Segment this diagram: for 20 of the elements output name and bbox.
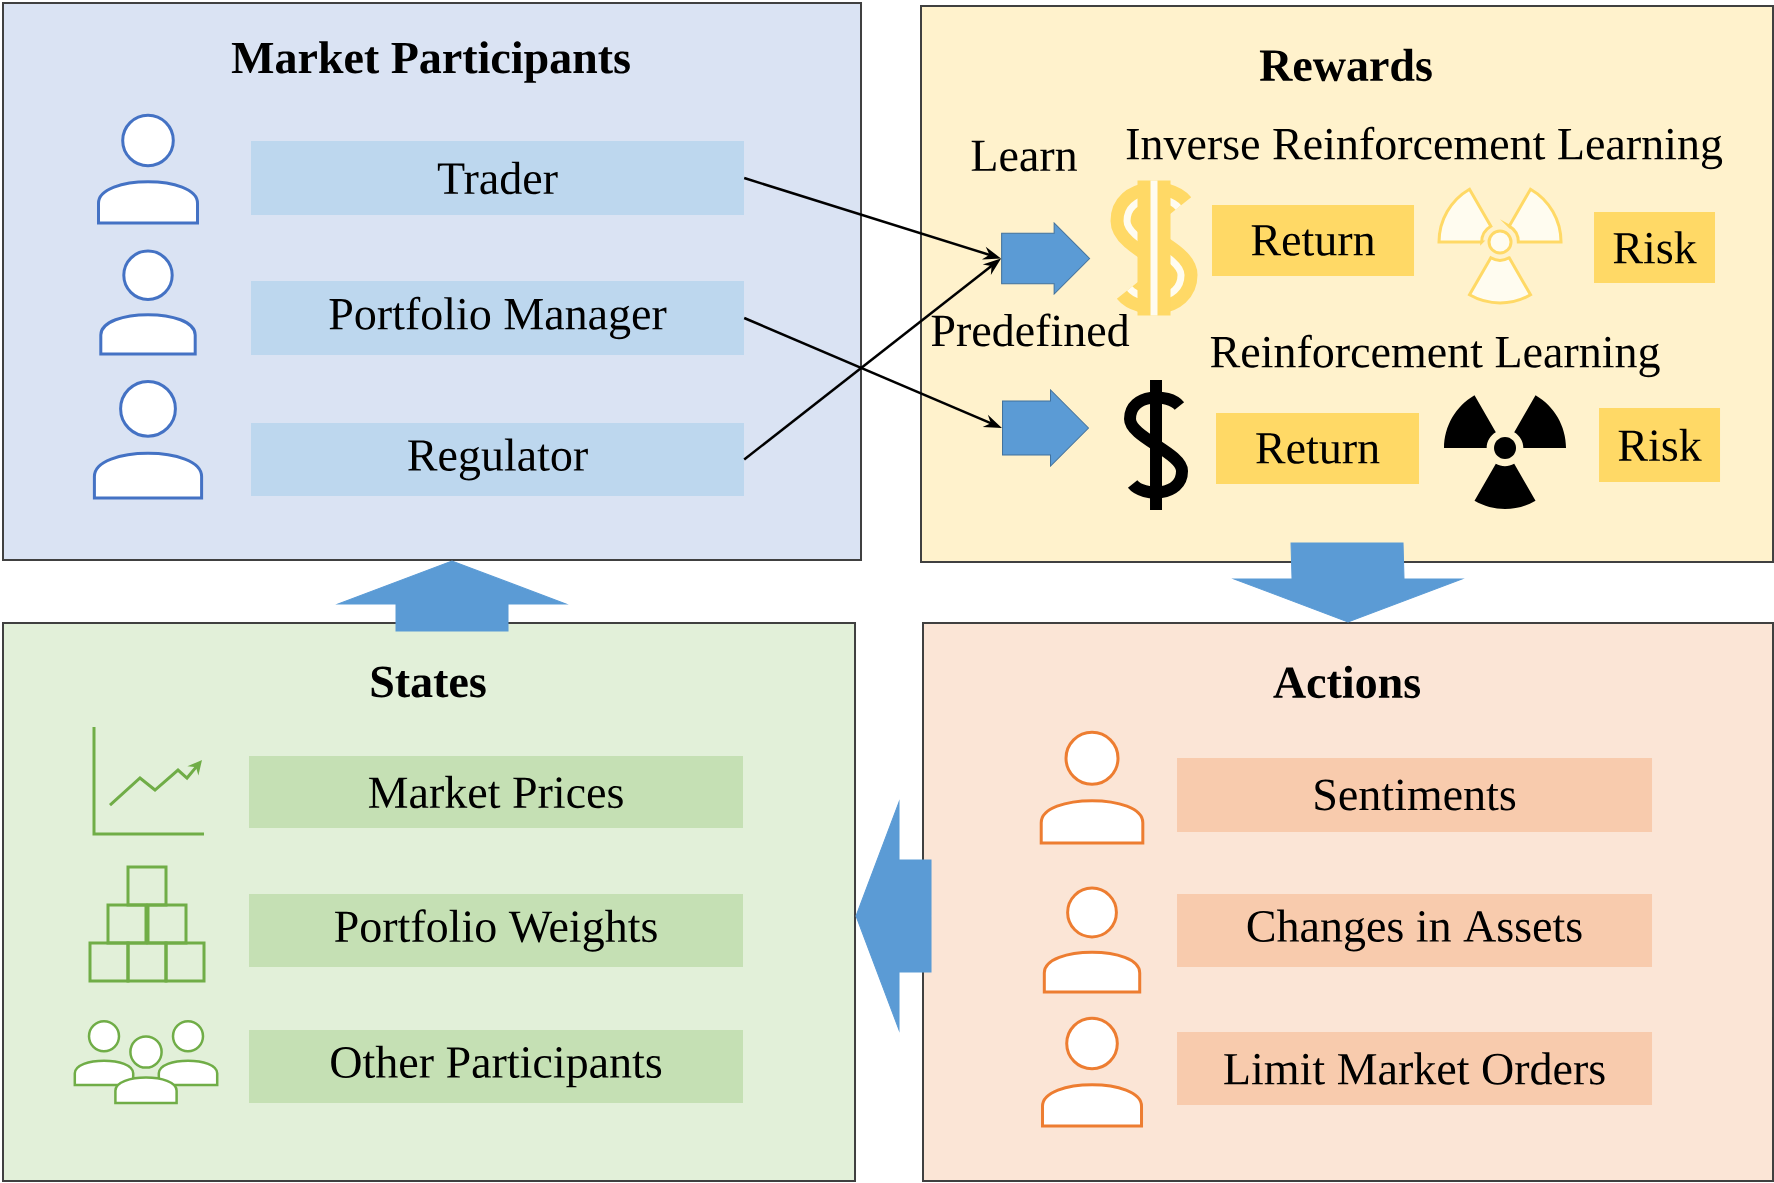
text-box: Risk bbox=[1594, 212, 1715, 283]
section-label: Reinforcement Learning bbox=[1210, 334, 1660, 378]
arrow-label: Learn bbox=[971, 140, 1077, 172]
block-arrow bbox=[337, 560, 567, 632]
text-box: Trader bbox=[251, 141, 744, 215]
text-box: Changes in Assets bbox=[1177, 894, 1652, 967]
text-box: Market Prices bbox=[249, 756, 743, 828]
block-arrow bbox=[855, 801, 932, 1031]
text-box: Risk bbox=[1599, 408, 1721, 482]
text-box: Return bbox=[1212, 205, 1414, 276]
text-box: Regulator bbox=[251, 423, 744, 496]
block-arrow bbox=[1233, 542, 1463, 623]
text-box: Return bbox=[1216, 413, 1419, 484]
text-box: Sentiments bbox=[1177, 758, 1652, 832]
text-box: Other Participants bbox=[249, 1030, 743, 1103]
text-box: Limit Market Orders bbox=[1177, 1032, 1652, 1105]
section-label: Inverse Reinforcement Learning bbox=[1126, 126, 1723, 170]
arrow-label: Predefined bbox=[931, 313, 1130, 347]
text-box: Portfolio Weights bbox=[249, 894, 743, 967]
text-box: Portfolio Manager bbox=[251, 281, 744, 355]
